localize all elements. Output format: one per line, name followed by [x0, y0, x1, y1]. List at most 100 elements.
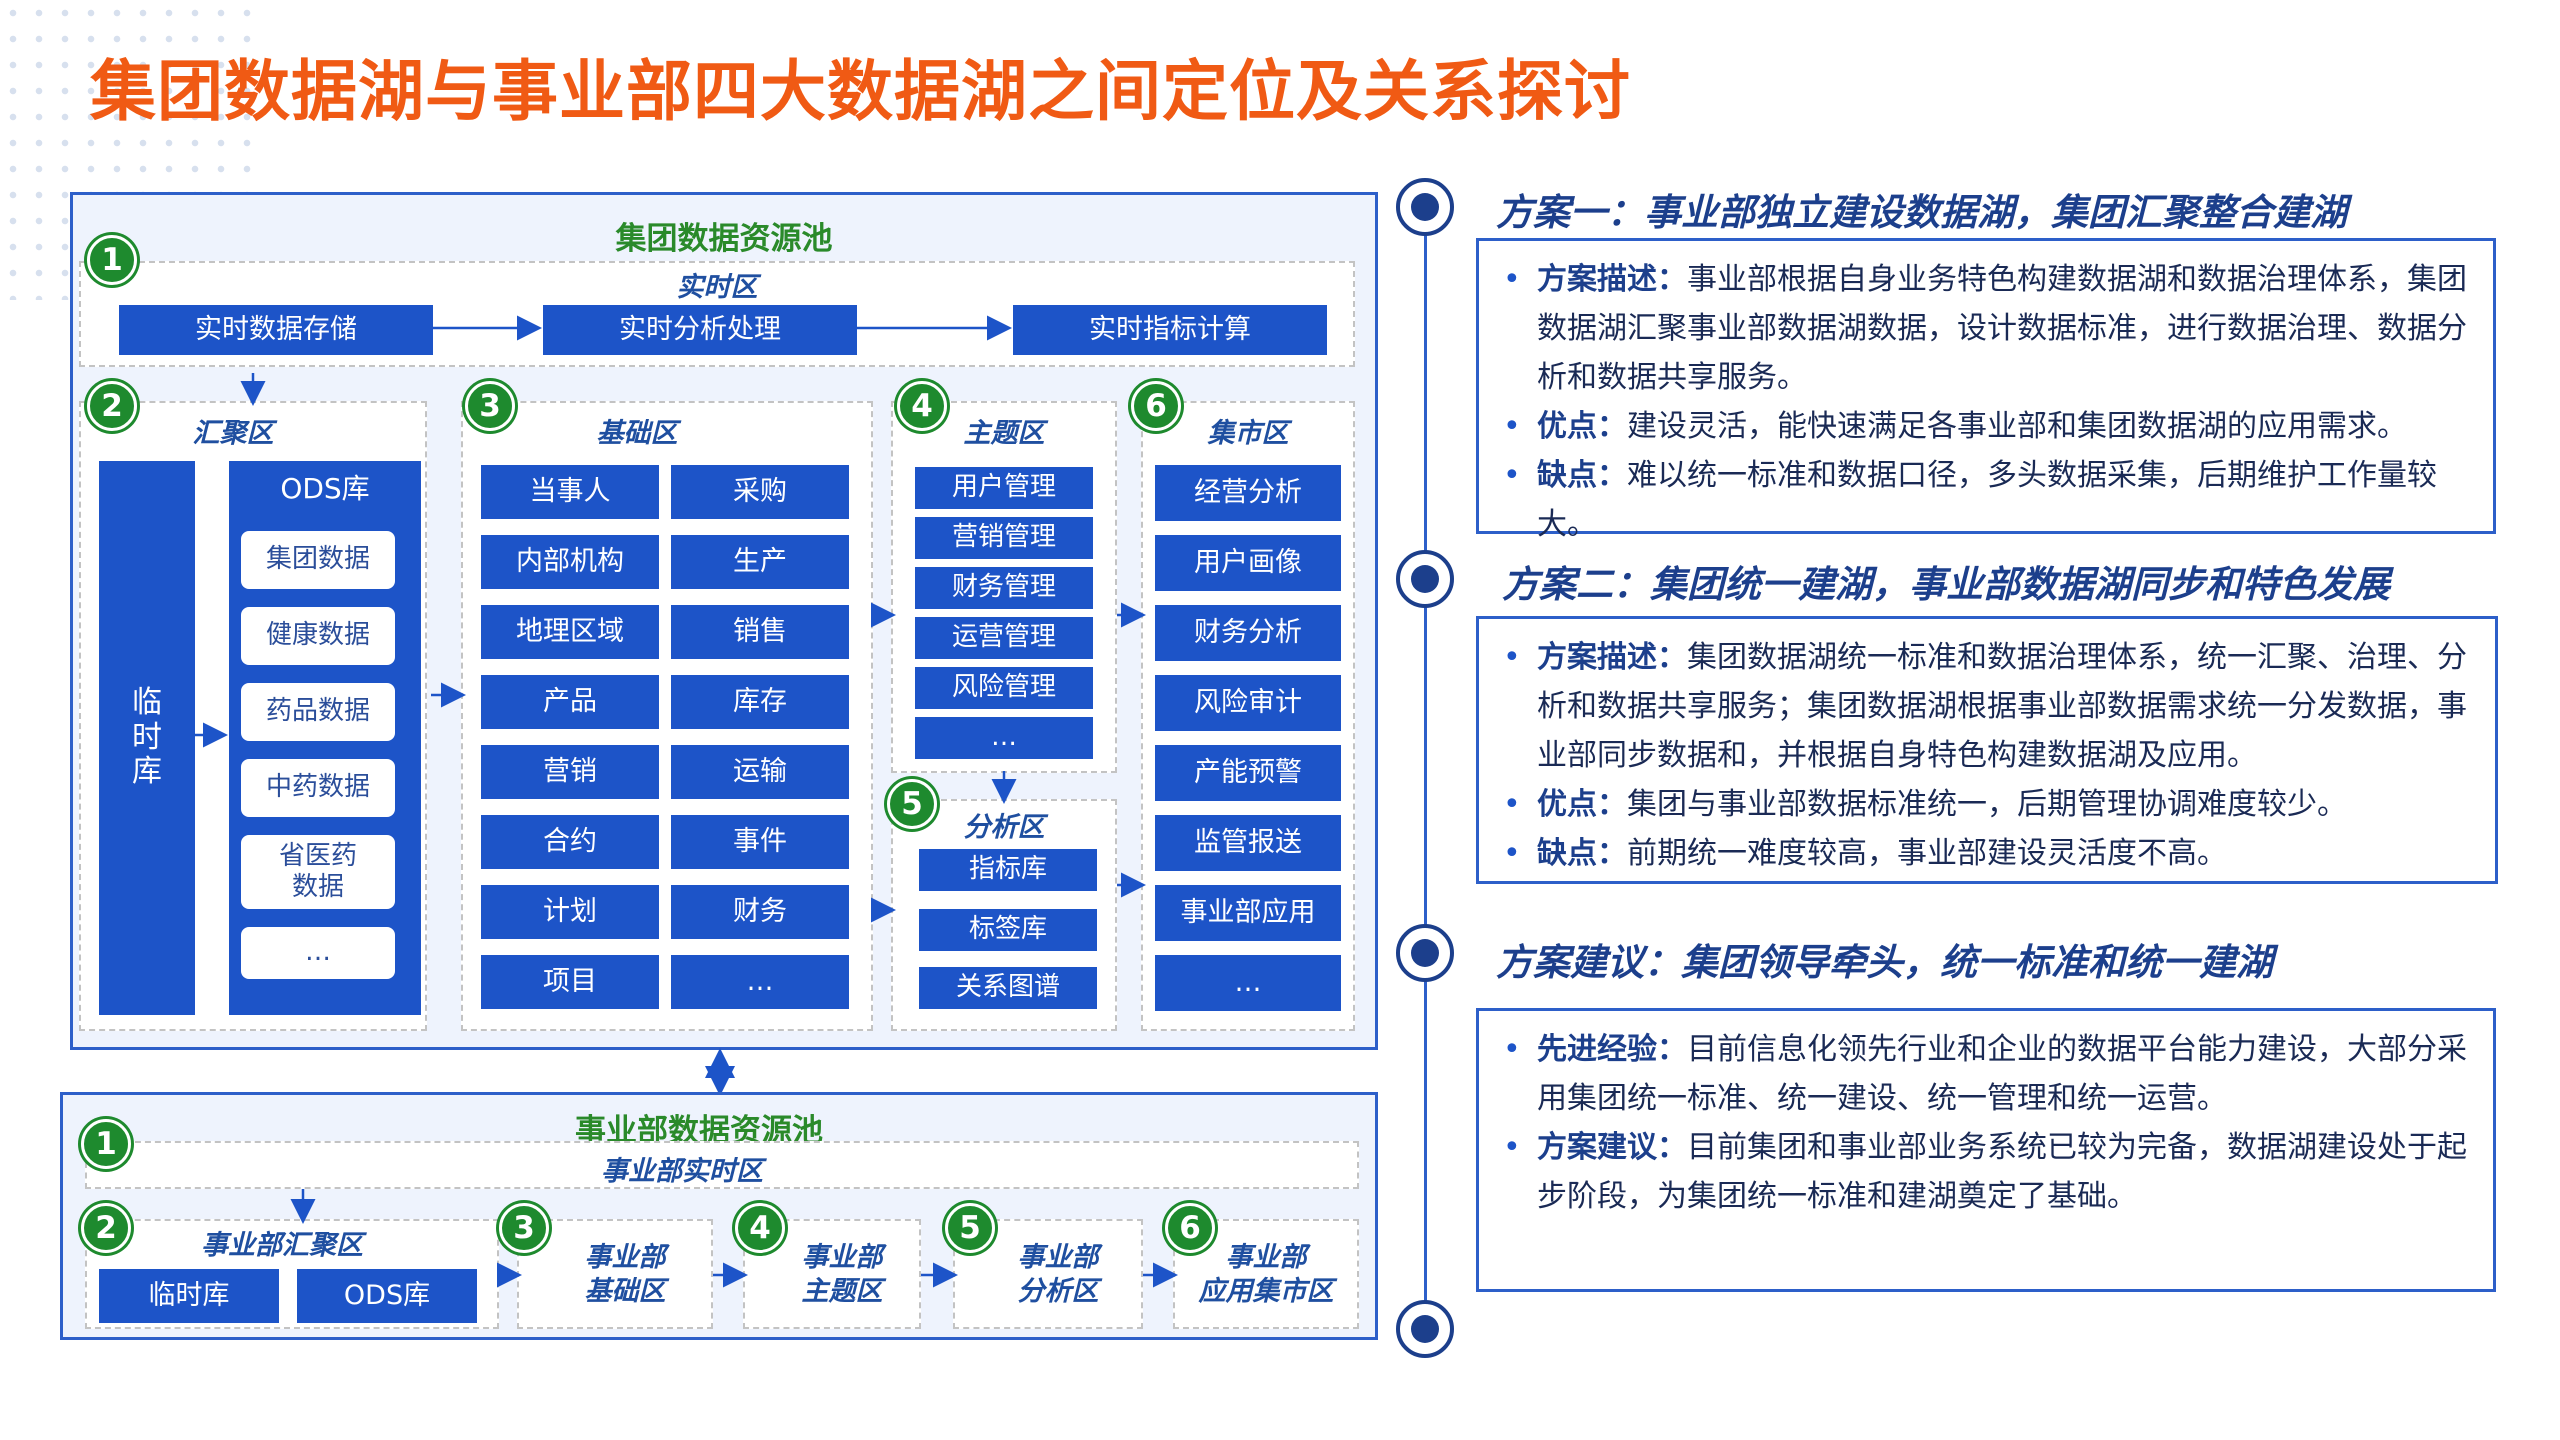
base-item: 采购: [671, 465, 849, 519]
plan-bullet: 缺点：前期统一难度较高，事业部建设灵活度不高。: [1499, 829, 2475, 878]
pool-link-arrow: [705, 1048, 735, 1096]
base-item: 销售: [671, 605, 849, 659]
zone-number-circle: 3: [499, 1203, 549, 1253]
dept-flow-arrows: [290, 1189, 1178, 1288]
zone-number-circle: 3: [465, 381, 515, 431]
topic-item: 风险管理: [915, 667, 1093, 709]
plan-bullet: 方案描述：集团数据湖统一标准和数据治理体系，统一汇聚、治理、分析和数据共享服务；…: [1499, 633, 2475, 780]
plan-bullet: 方案建议：目前集团和事业部业务系统已较为完备，数据湖建设处于起步阶段，为集团统一…: [1499, 1123, 2473, 1221]
dept-topic-label: 事业部 主题区: [801, 1242, 883, 1307]
zone-number-circle: 1: [87, 235, 137, 285]
market-item: 财务分析: [1155, 605, 1341, 661]
plan-1-box: 方案描述：事业部根据自身业务特色构建数据湖和数据治理体系，集团数据湖汇聚事业部数…: [1476, 238, 2496, 542]
dept-analysis-label: 事业部 分析区: [1017, 1242, 1099, 1307]
plan-2-box: 方案描述：集团数据湖统一标准和数据治理体系，统一汇聚、治理、分析和数据共享服务；…: [1476, 616, 2498, 884]
base-item: 合约: [481, 815, 659, 869]
dept-ods-db: ODS库: [297, 1269, 477, 1323]
timeline-node: [1396, 178, 1454, 236]
group-gather-label: 汇聚区: [192, 418, 274, 449]
group-market-label: 集市区: [1207, 418, 1289, 449]
realtime-processing: 实时分析处理: [543, 305, 857, 355]
group-realtime-zone: 实时区 实时数据存储 实时分析处理 实时指标计算: [79, 261, 1355, 367]
timeline-node: [1396, 1300, 1454, 1358]
dept-realtime-zone: 事业部实时区: [85, 1141, 1359, 1189]
dept-market-zone: 事业部 应用集市区: [1173, 1219, 1359, 1329]
zone-number-circle: 2: [87, 381, 137, 431]
dept-gather-label: 事业部汇聚区: [201, 1230, 363, 1261]
base-item: 内部机构: [481, 535, 659, 589]
topic-item: 用户管理: [915, 467, 1093, 509]
timeline-node: [1396, 924, 1454, 982]
dept-gather-zone: 事业部汇聚区 临时库 ODS库: [85, 1219, 499, 1329]
group-base-label: 基础区: [596, 418, 678, 449]
plan-2-title: 方案二：集团统一建湖，事业部数据湖同步和特色发展: [1502, 563, 2390, 606]
market-item: …: [1155, 955, 1341, 1011]
zone-number-circle: 4: [735, 1203, 785, 1253]
timeline-line: [1424, 190, 1427, 1330]
realtime-storage: 实时数据存储: [119, 305, 433, 355]
zone-number-circle: 6: [1165, 1203, 1215, 1253]
plan-1-title: 方案一：事业部独立建设数据湖，集团汇聚整合建湖: [1496, 191, 2347, 234]
topic-item: 营销管理: [915, 517, 1093, 559]
dept-market-label: 事业部 应用集市区: [1198, 1242, 1334, 1307]
zone-number-circle: 4: [897, 381, 947, 431]
flow-arrows: [195, 315, 1146, 923]
temp-db: 临 时 库: [99, 461, 195, 1015]
ods-item: …: [241, 927, 395, 979]
dept-base-label: 事业部 基础区: [584, 1242, 666, 1307]
base-item: 运输: [671, 745, 849, 799]
market-item: 风险审计: [1155, 675, 1341, 731]
plan-bullet: 优点：建设灵活，能快速满足各事业部和集团数据湖的应用需求。: [1499, 402, 2473, 451]
group-topic-label: 主题区: [963, 418, 1045, 449]
zone-number-circle: 1: [81, 1119, 131, 1169]
plan-bullet: 方案描述：事业部根据自身业务特色构建数据湖和数据治理体系，集团数据湖汇聚事业部数…: [1499, 255, 2473, 402]
plan-bullet: 优点：集团与事业部数据标准统一，后期管理协调难度较少。: [1499, 780, 2475, 829]
plan-bullet: 缺点：难以统一标准和数据口径，多头数据采集，后期维护工作量较大。: [1499, 451, 2473, 549]
dept-temp-db: 临时库: [99, 1269, 279, 1323]
page-title: 集团数据湖与事业部四大数据湖之间定位及关系探讨: [90, 53, 1631, 130]
group-gather-zone: 汇聚区 临 时 库 ODS库 集团数据 健康数据 药品数据 中药数据 省医药 数…: [79, 401, 427, 1031]
base-item: 财务: [671, 885, 849, 939]
plan-3-title: 方案建议：集团领导牵头，统一标准和统一建湖: [1496, 941, 2273, 984]
realtime-metrics: 实时指标计算: [1013, 305, 1327, 355]
zone-number-circle: 5: [887, 779, 937, 829]
base-item: 事件: [671, 815, 849, 869]
ods-item: 健康数据: [241, 607, 395, 665]
group-realtime-label: 实时区: [676, 272, 758, 303]
market-item: 事业部应用: [1155, 885, 1341, 941]
base-item: 计划: [481, 885, 659, 939]
base-item: 营销: [481, 745, 659, 799]
zone-number-circle: 5: [945, 1203, 995, 1253]
ods-item: 省医药 数据: [241, 835, 395, 909]
topic-item: 财务管理: [915, 567, 1093, 609]
base-item: 生产: [671, 535, 849, 589]
timeline-node: [1396, 550, 1454, 608]
base-item: 当事人: [481, 465, 659, 519]
base-item: 地理区域: [481, 605, 659, 659]
market-item: 经营分析: [1155, 465, 1341, 521]
ods-item: 集团数据: [241, 531, 395, 589]
ods-title: ODS库: [280, 472, 370, 505]
market-item: 用户画像: [1155, 535, 1341, 591]
base-item: 产品: [481, 675, 659, 729]
group-base-zone: 基础区 当事人采购内部机构生产地理区域销售产品库存营销运输合约事件计划财务项目…: [461, 401, 873, 1031]
market-item: 监管报送: [1155, 815, 1341, 871]
base-item: 项目: [481, 955, 659, 1009]
dept-data-pool: 事业部数据资源池 事业部实时区 事业部汇聚区 临时库 ODS库 事业部 基础区 …: [60, 1092, 1378, 1340]
ods-item: 药品数据: [241, 683, 395, 741]
analysis-item: 标签库: [919, 909, 1097, 951]
group-analysis-label: 分析区: [963, 812, 1045, 843]
zone-number-circle: 6: [1131, 381, 1181, 431]
dept-analysis-zone: 事业部 分析区: [953, 1219, 1143, 1329]
base-item: …: [671, 955, 849, 1009]
group-data-pool: 集团数据资源池 实时区 实时数据存储 实时分析处理 实时指标计算 汇聚区 临 时…: [70, 192, 1378, 1050]
group-pool-title: 集团数据资源池: [615, 221, 833, 257]
market-item: 产能预警: [1155, 745, 1341, 801]
dept-realtime-label: 事业部实时区: [601, 1156, 763, 1187]
base-item: 库存: [671, 675, 849, 729]
ods-item: 中药数据: [241, 759, 395, 817]
analysis-item: 关系图谱: [919, 967, 1097, 1009]
group-market-zone: 集市区 经营分析用户画像财务分析风险审计产能预警监管报送事业部应用 …: [1141, 401, 1355, 1031]
plan-bullet: 先进经验：目前信息化领先行业和企业的数据平台能力建设，大部分采用集团统一标准、统…: [1499, 1025, 2473, 1123]
topic-item: 运营管理: [915, 617, 1093, 659]
